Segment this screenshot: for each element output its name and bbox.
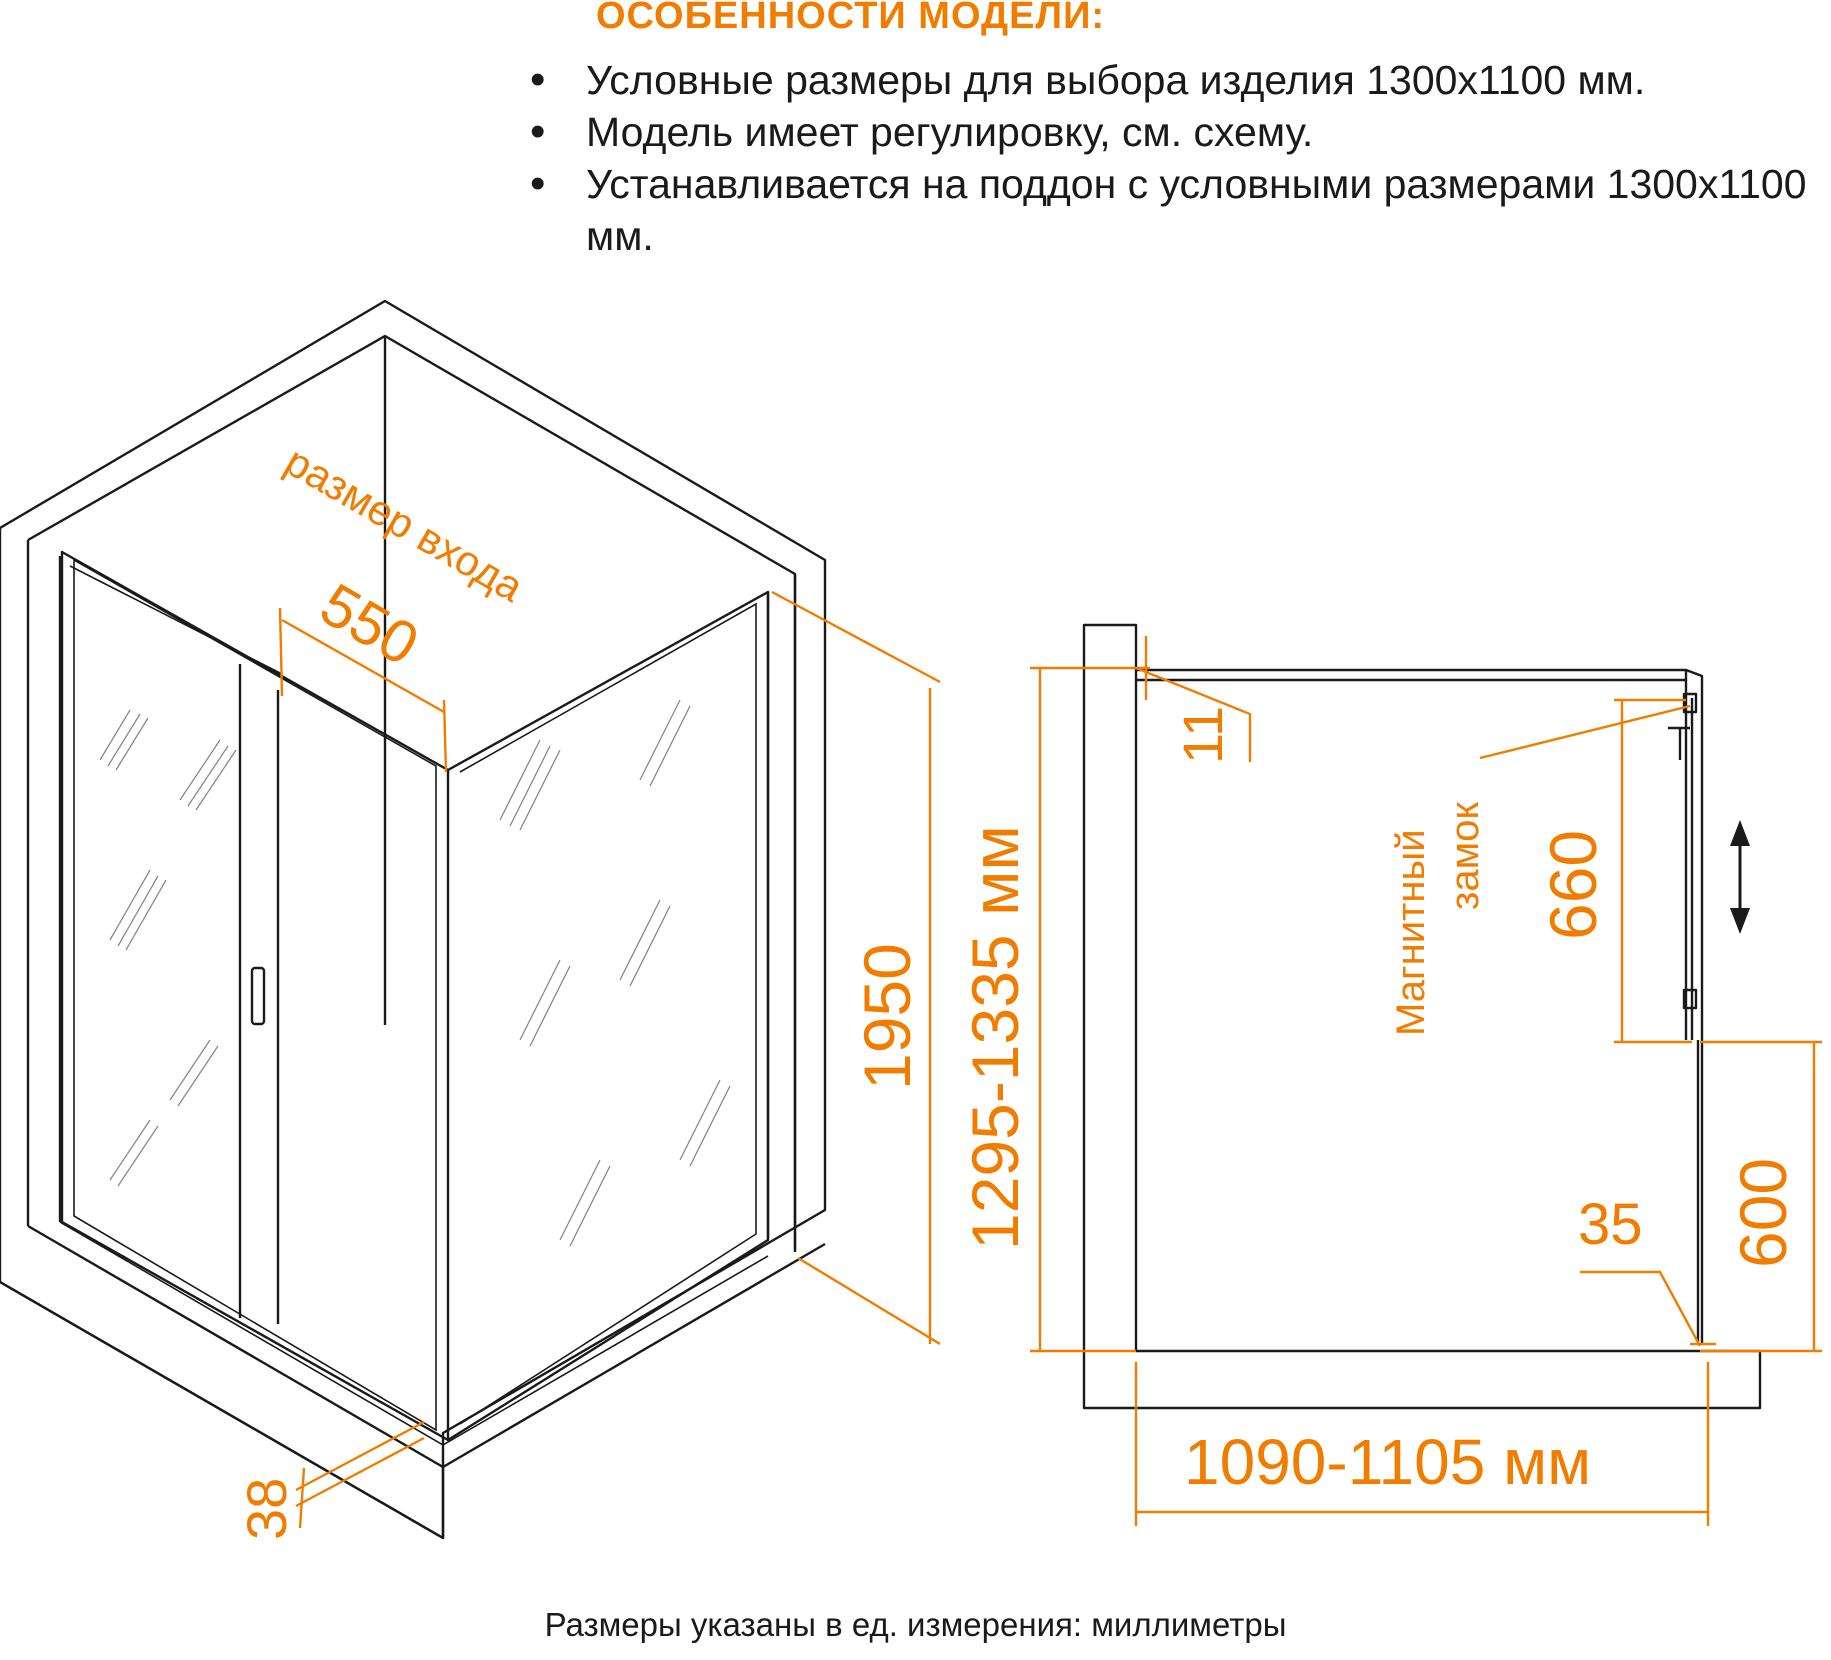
lock-bracket [1682,692,1698,714]
adjust-arrow-head-down [1730,908,1750,934]
lock-leader [1479,704,1691,760]
dim-offset [1580,1270,1716,1347]
wall-right-inner [766,574,797,1252]
feature-item: Условные размеры для выбора изделия 1300… [530,54,1820,106]
plan-right-profile [1684,668,1704,1344]
width-range-value: 1295-1335 мм [958,825,1032,1250]
footer-note: Размеры указаны в ед. измерения: миллиме… [544,1606,1287,1643]
room-inner-wall [27,334,797,1250]
wall-left-inner [26,540,62,1226]
door-handle [250,966,266,1026]
lock-label-line2: замок [1443,802,1487,910]
dim-height-lines [771,590,941,1346]
adjust-arrow-head-up [1730,820,1750,846]
dim-width-lines [1030,666,1150,1353]
dim-entry-line [278,607,448,773]
features-block: ОСОБЕННОСТИ МОДЕЛИ: Условные размеры для… [530,0,1820,262]
lock-label-line1: Магнитный [1389,829,1433,1036]
plan-top-panel [1136,668,1688,682]
dim-gap-top [1135,636,1252,762]
height-value: 1950 [850,943,924,1090]
dim-lock-length [1614,698,1692,1044]
dim-gap-lines [295,1420,425,1529]
side-frame [447,590,770,1442]
features-list: Условные размеры для выбора изделия 1300… [530,54,1820,262]
lock-length-value: 660 [1536,830,1610,940]
lock-bracket [1682,988,1698,1010]
floor-front [0,1280,445,1540]
gap-top-value: 11 [1171,706,1234,764]
floor-edge [27,1224,826,1469]
feature-item: Устанавливается на поддон с условными ра… [530,158,1816,262]
offset-value: 35 [1578,1192,1643,1257]
door-top-rail [69,565,283,675]
glass-pattern [99,699,731,1247]
tray-edge [59,1221,769,1446]
door-panel [238,664,280,1324]
iso-view: размер входа 550 1950 38 [0,299,941,1540]
dim-fixed-panel [1700,1040,1822,1353]
dim-depth-lines [1134,1362,1710,1526]
plan-view: 1295-1335 мм 11 Магнитный замок 660 600 … [958,623,1822,1526]
side-frame-inner [459,602,757,1425]
depth-range-value: 1090-1105 мм [1184,1426,1591,1498]
lock-handle [1668,726,1690,760]
front-frame-inner [73,558,437,1432]
feature-item: Модель имеет регулировку, см. схему. [530,106,1820,158]
features-title: ОСОБЕННОСТИ МОДЕЛИ: [596,0,1106,37]
front-frame [60,550,450,1442]
entry-width-value: 550 [310,570,430,678]
gap-value: 38 [235,1478,298,1540]
fixed-panel-value: 600 [1726,1158,1800,1268]
entry-label: размер входа [278,437,532,611]
